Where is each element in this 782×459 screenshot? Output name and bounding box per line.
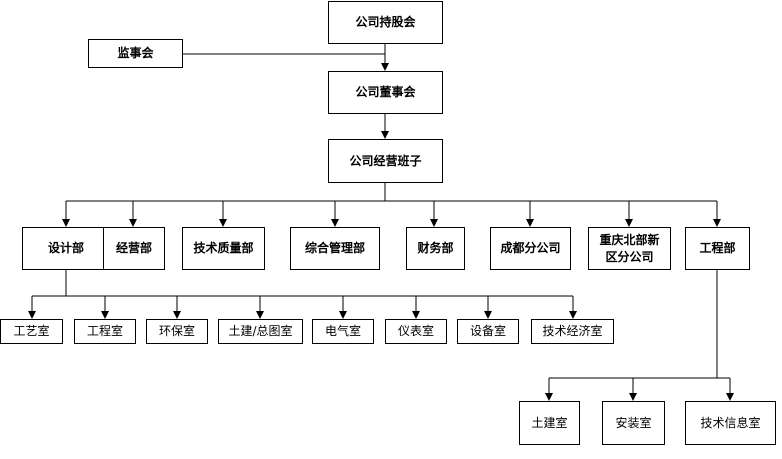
dept-label: 经营部 [115, 241, 152, 255]
dept-label: 财务部 [417, 241, 454, 255]
room-civil-construction: 土建室 [519, 401, 580, 445]
room-electrical: 电气室 [312, 319, 374, 344]
room-label: 工艺室 [13, 324, 50, 338]
room-process: 工艺室 [0, 319, 63, 344]
dept-label: 成都分公司 [500, 241, 561, 255]
dept-design: 设计部 [22, 227, 110, 270]
dept-chongqing-branch: 重庆北部新区分公司 [588, 227, 671, 270]
room-label: 工程室 [86, 324, 123, 338]
dept-tech-quality: 技术质量部 [182, 227, 265, 270]
room-equipment: 设备室 [457, 319, 519, 344]
room-label: 环保室 [158, 324, 195, 338]
management-box: 公司经营班子 [328, 139, 443, 183]
dept-label: 设计部 [47, 241, 84, 255]
room-installation: 安装室 [602, 401, 665, 445]
supervisors-box: 监事会 [88, 39, 183, 68]
dept-label: 技术质量部 [193, 241, 254, 255]
supervisors-label: 监事会 [117, 46, 154, 60]
dept-general-admin: 综合管理部 [290, 227, 380, 270]
dept-finance: 财务部 [406, 227, 465, 270]
shareholders-label: 公司持股会 [355, 15, 416, 29]
shareholders-box: 公司持股会 [328, 1, 443, 44]
board-box: 公司董事会 [328, 71, 443, 114]
room-label: 技术信息室 [700, 415, 761, 430]
room-label: 安装室 [615, 415, 652, 430]
dept-label: 工程部 [699, 241, 736, 255]
room-civil-layout: 土建/总图室 [218, 319, 303, 344]
dept-label: 综合管理部 [304, 241, 365, 255]
room-tech-economics: 技术经济室 [531, 319, 614, 344]
board-label: 公司董事会 [355, 85, 416, 99]
room-instrument: 仪表室 [385, 319, 447, 344]
dept-business: 经营部 [103, 227, 165, 270]
room-label: 土建室 [531, 415, 568, 430]
room-label: 土建/总图室 [228, 324, 293, 338]
room-label: 设备室 [469, 324, 506, 338]
room-environmental: 环保室 [146, 319, 208, 344]
dept-engineering: 工程部 [685, 227, 750, 270]
dept-chengdu-branch: 成都分公司 [490, 227, 571, 270]
room-label: 技术经济室 [542, 324, 603, 338]
room-engineering: 工程室 [74, 319, 136, 344]
management-label: 公司经营班子 [349, 153, 422, 168]
dept-label: 重庆北部新区分公司 [599, 232, 660, 264]
room-tech-information: 技术信息室 [685, 401, 776, 445]
room-label: 电气室 [324, 324, 361, 338]
room-label: 仪表室 [397, 324, 434, 338]
